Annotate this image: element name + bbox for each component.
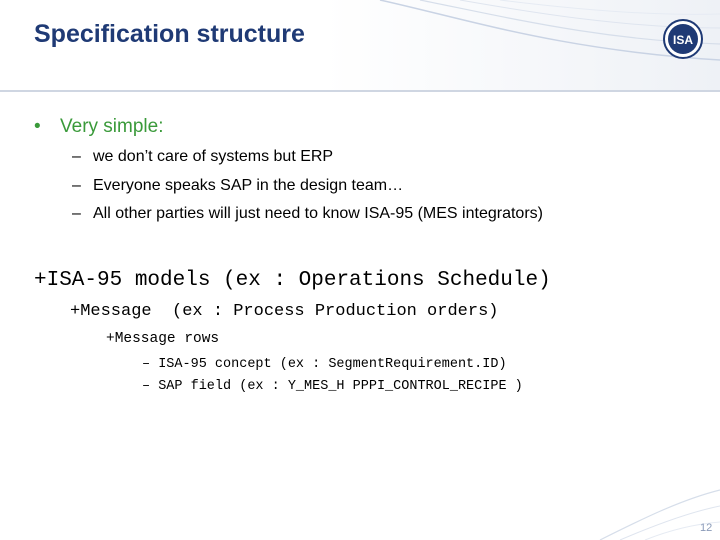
sub-item-marker: – [72,177,81,194]
isa-logo-text: ISA [673,33,693,47]
main-bullet-text: Very simple: [60,116,164,137]
main-bullet: • Very simple: [34,116,163,138]
sub-item-marker: – [72,205,81,222]
mono-line-message-rows: +Message rows [106,331,220,347]
isa-logo-icon: ISA [663,19,703,59]
bullet-marker: • [34,116,41,137]
sub-item: –All other parties will just need to kno… [72,205,543,223]
sub-item: –we don’t care of systems but ERP [72,148,333,166]
header-divider [0,90,720,92]
sub-item-text: All other parties will just need to know… [93,205,543,222]
mono-line-isa95-concept: – ISA-95 concept (ex : SegmentRequiremen… [142,357,507,372]
header-band [0,0,720,92]
sub-item-text: Everyone speaks SAP in the design team… [93,177,404,194]
mono-line-sap-field: – SAP field (ex : Y_MES_H PPPI_CONTROL_R… [142,379,523,394]
mono-line-message: +Message (ex : Process Production orders… [70,302,499,321]
header-swoosh-decoration [379,0,720,61]
sub-item-marker: – [72,148,81,165]
sub-item: –Everyone speaks SAP in the design team… [72,177,403,195]
slide-title: Specification structure [34,20,305,48]
page-number: 12 [700,522,713,534]
corner-swoosh-decoration [599,489,720,540]
mono-line-isa95-models: +ISA-95 models (ex : Operations Schedule… [34,269,551,292]
sub-item-text: we don’t care of systems but ERP [93,148,334,165]
